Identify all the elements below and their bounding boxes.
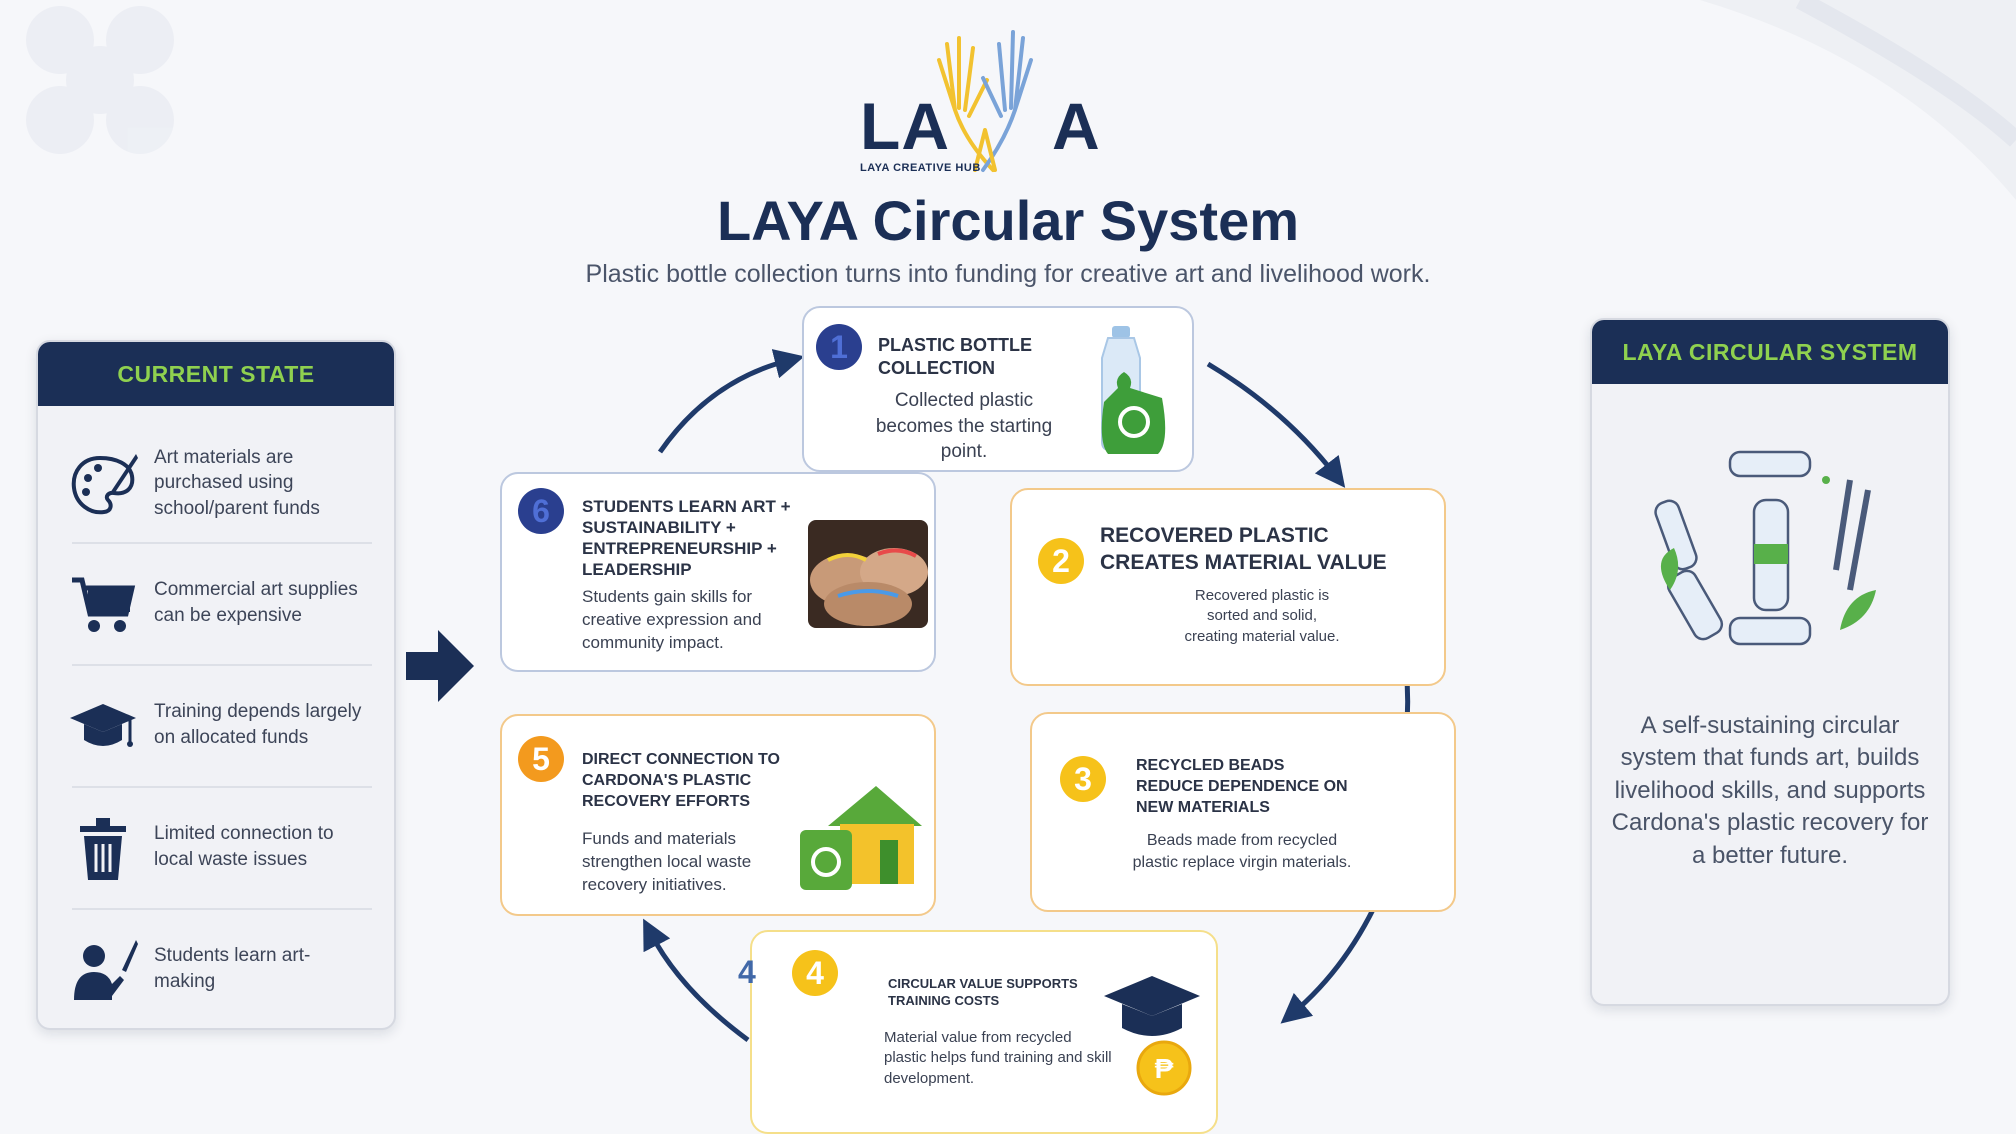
cycle-step-4-card: 4 CIRCULAR VALUE SUPPORTS TRAINING COSTS… <box>750 930 1218 1134</box>
step-5-title: DIRECT CONNECTION TO CARDONA'S PLASTIC R… <box>582 751 780 810</box>
cycle-step-6-card: 6 STUDENTS LEARN ART + SUSTAINABILITY + … <box>500 472 936 672</box>
current-state-text: Commercial art supplies can be expensive <box>154 579 358 626</box>
svg-text:₱: ₱ <box>1155 1053 1174 1084</box>
logo-text-right: A <box>1052 89 1100 163</box>
bracelets-photo-icon <box>808 520 928 628</box>
trash-bin-icon <box>80 818 126 880</box>
current-state-item: Commercial art supplies can be expensive <box>58 544 374 662</box>
recycled-bottles-ring-icon <box>1654 450 1876 646</box>
current-state-item: Training depends largely on allocated fu… <box>58 666 374 784</box>
step-3-badge: 3 <box>1060 756 1106 802</box>
arrow-6-to-1 <box>657 349 805 454</box>
step-4-title: CIRCULAR VALUE SUPPORTS TRAINING COSTS <box>888 976 1078 1008</box>
step-6-badge: 6 <box>518 488 564 534</box>
arrow-1-to-2 <box>1206 361 1346 488</box>
step-2-badge: 2 <box>1038 538 1084 584</box>
current-state-text: Students learn art-making <box>154 945 311 992</box>
shopping-cart-icon <box>72 577 136 632</box>
page-subtitle: Plastic bottle collection turns into fun… <box>585 260 1431 288</box>
circular-system-heading: LAYA CIRCULAR SYSTEM <box>1592 320 1948 384</box>
step-1-badge: 1 <box>816 324 862 370</box>
current-state-item: Limited connection to local waste issues <box>58 788 374 906</box>
current-state-item: Art materials are purchased using school… <box>58 424 374 542</box>
step-5-badge: 5 <box>518 736 564 782</box>
student-art-icon <box>74 940 138 1000</box>
stray-step-label: 4 <box>738 954 756 990</box>
current-state-heading: CURRENT STATE <box>38 342 394 406</box>
step-5-description: Funds and materials strengthen local was… <box>582 829 752 894</box>
logo-text-left: LA <box>860 89 950 163</box>
laya-logo-hands-icon <box>937 30 1033 172</box>
cycle-step-3-card: 3 RECYCLED BEADS REDUCE DEPENDENCE ON NE… <box>1030 712 1456 912</box>
circular-system-description: A self-sustaining circular system that f… <box>1611 712 1929 869</box>
step-1-description: Collected plastic becomes the starting p… <box>875 390 1053 463</box>
divider <box>72 664 372 666</box>
step-3-title: RECYCLED BEADS REDUCE DEPENDENCE ON NEW … <box>1136 757 1348 816</box>
logo-subtitle: LAYA CREATIVE HUB <box>860 162 981 174</box>
recycle-house-icon <box>800 786 922 890</box>
graduation-cap-coin-icon: ₱ <box>1104 976 1200 1096</box>
arrow-4-to-5 <box>643 918 750 1043</box>
step-1-title: PLASTIC BOTTLE COLLECTION <box>878 335 1032 378</box>
step-2-description: Recovered plastic is sorted and solid, c… <box>1184 587 1340 645</box>
current-state-text: Training depends largely on allocated fu… <box>154 701 362 748</box>
current-state-item: Students learn art-making <box>58 910 374 1028</box>
step-6-description: Students gain skills for creative expres… <box>582 587 762 652</box>
palette-icon <box>71 454 138 515</box>
step-2-title: RECOVERED PLASTIC CREATES MATERIAL VALUE <box>1100 524 1387 575</box>
cycle-step-1-card: 1 PLASTIC BOTTLE COLLECTION Collected pl… <box>802 306 1194 472</box>
divider <box>72 908 372 910</box>
laya-circular-system-panel: LAYA CIRCULAR SYSTEM A self-sustaining c… <box>1590 318 1950 1006</box>
step-3-description: Beads made from recycled plastic replace… <box>1132 832 1352 872</box>
graduation-cap-icon <box>70 704 136 747</box>
current-state-text: Art materials are purchased using school… <box>154 446 320 519</box>
page-title: LAYA Circular System <box>716 189 1300 252</box>
cycle-step-5-card: 5 DIRECT CONNECTION TO CARDONA'S PLASTIC… <box>500 714 936 916</box>
transition-arrow-icon <box>406 630 474 702</box>
divider <box>72 542 372 544</box>
step-6-title: STUDENTS LEARN ART + SUSTAINABILITY + EN… <box>582 497 791 580</box>
current-state-panel: CURRENT STATE Art materials are purchase… <box>36 340 396 1030</box>
step-4-description: Material value from recycled plastic hel… <box>884 1029 1112 1087</box>
bottle-recycle-bag-icon <box>1101 326 1166 454</box>
divider <box>72 786 372 788</box>
current-state-text: Limited connection to local waste issues <box>154 823 334 870</box>
cycle-step-2-card: 2 RECOVERED PLASTIC CREATES MATERIAL VAL… <box>1010 488 1446 686</box>
step-4-badge: 4 <box>792 950 838 996</box>
